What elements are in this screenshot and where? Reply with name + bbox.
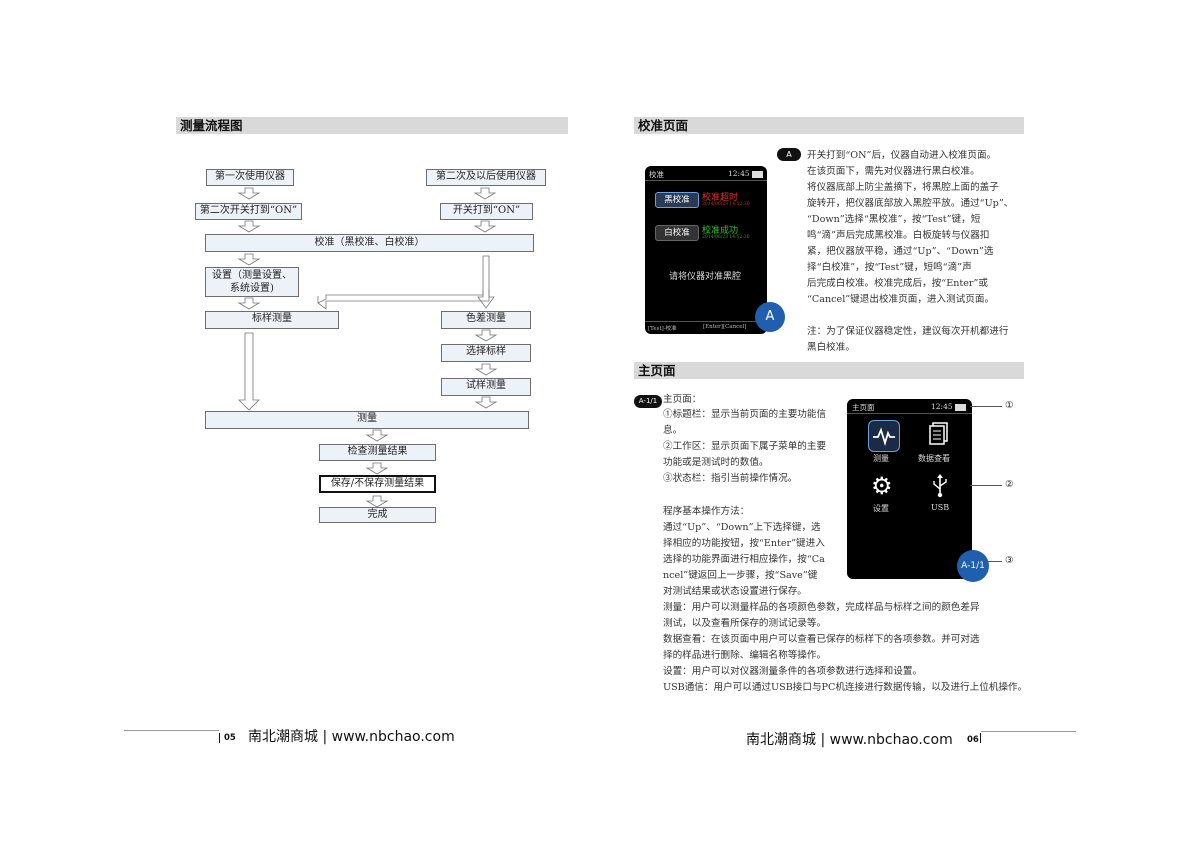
main-page-badge: A-1/1 (634, 395, 662, 408)
main-item-line: ③状态栏：指引当前操作情况。 (663, 473, 798, 484)
main-screen-time: 12:45 (931, 402, 953, 411)
cal-text-line: 鸣“滴”声后完成黑校准。白板旋转与仪器扣 (807, 230, 990, 241)
cal-note-line: 注：为了保证仪器稳定性，建议每次开机都进行 (807, 326, 1009, 337)
flow-calibration: 校准（黑校准、白校准） (205, 234, 534, 252)
main-screen-badge: A-1/1 (957, 550, 989, 582)
section-title-main-page: 主页面 (634, 362, 1024, 379)
main-item-line: 息。 (663, 425, 683, 436)
flow-second-use: 第二次及以后使用仪器 (426, 169, 546, 186)
flow-settings-line1: 设置（测量设置、 (212, 270, 292, 281)
section-title-flowchart: 测量流程图 (176, 117, 568, 134)
flow-done: 完成 (319, 507, 436, 523)
section-title-calibration: 校准页面 (634, 117, 1024, 134)
method-line: 通过“Up”、“Down”上下选择键，选 (663, 522, 821, 533)
footer-line-right (981, 731, 1076, 732)
cal-white-status: 校准成功 (702, 226, 739, 236)
icon-label-measure: 测量 (873, 454, 889, 463)
cal-note-line: 黑白校准。 (807, 342, 855, 353)
callout-1: ① (1005, 400, 1014, 411)
cal-text-line: “Down”选择“黑校准”，按“Test”键，短 (807, 214, 981, 225)
callout-3: ③ (1005, 555, 1014, 566)
desc-line: 测试，以及查看所保存的测试记录等。 (663, 618, 827, 629)
desc-text: 测量：用户可以测量样品的各项颜色参数，完成样品与标样之间的颜色差异 测试，以及查… (663, 600, 1033, 696)
flow-first-use: 第一次使用仪器 (206, 169, 294, 186)
cal-white-date: 2014/06/23 14:52:30 (702, 235, 750, 240)
cal-message: 请将仪器对准黑腔 (669, 272, 742, 282)
cal-status-left: [Test]-校准 (648, 326, 677, 332)
footer-brand-right: 南北潮商城 | www.nbchao.com (746, 732, 953, 748)
cal-text-line: 后完成白校准。校准完成后，按“Enter”或 (807, 278, 989, 289)
battery-icon (955, 404, 966, 411)
page-number-right: 06 (967, 735, 979, 745)
calibration-note: 注：为了保证仪器稳定性，建议每次开机都进行 黑白校准。 (807, 324, 1032, 356)
battery-icon (752, 171, 763, 178)
cal-black-date: 2014/06/23 14:52:30 (702, 202, 750, 207)
method-line: 择相应的功能按钮，按“Enter”键进入 (663, 538, 825, 549)
main-item-line: ①标题栏：显示当前页面的主要功能信 (663, 409, 827, 420)
main-item-line: ②工作区：显示页面下属子菜单的主要 (663, 441, 827, 452)
callout-line-1 (970, 406, 1002, 407)
cal-black-status: 校准超时 (702, 193, 739, 203)
desc-line: 设置：用户可以对仪器测量条件的各项参数进行选择和设置。 (663, 666, 923, 677)
main-screen-title: 主页面 (852, 403, 875, 412)
footer-brand-left: 南北潮商城 | www.nbchao.com (248, 729, 455, 745)
usb-icon (930, 473, 950, 499)
cal-text-line: “Cancel”键退出校准页面，进入测试页面。 (807, 294, 995, 305)
cal-white-button: 白校准 (655, 225, 699, 241)
main-item-line: 功能或是测试时的数值。 (663, 457, 769, 468)
desc-line: 数据查看：在该页面中用户可以查看已保存的标样下的各项参数。并可对选 (663, 634, 980, 645)
callout-line-2 (970, 485, 1002, 486)
flow-settings-line2: 系统设置) (230, 283, 274, 294)
cal-text-line: 开关打到“ON”后，仪器自动进入校准页面。 (807, 150, 997, 161)
flow-standard-measure: 标样测量 (205, 311, 339, 329)
method-line: 对测试结果或状态设置进行保存。 (663, 586, 807, 597)
calibration-text: 开关打到“ON”后，仪器自动进入校准页面。 在该页面下，需先对仪器进行黑白校准。… (807, 148, 1032, 308)
cal-screen-time: 12:45 (728, 169, 750, 178)
cal-text-line: 紧，把仪器放平稳，通过“Up”、“Down”选 (807, 246, 994, 257)
cal-text-line: 择“白校准”，按“Test”键，短鸣“滴”声 (807, 262, 972, 273)
callout-2: ② (1005, 479, 1014, 490)
method-line: ncel”键返回上一步骤，按“Save”键 (663, 570, 818, 581)
calibration-screen-badge: A (755, 302, 785, 332)
main-page-screen: 主页面 12:45 测量 数据查看 ⚙ 设置 USB (847, 399, 972, 579)
cal-text-line: 在该页面下，需先对仪器进行黑白校准。 (807, 166, 980, 177)
cal-text-line: 将仪器底部上防尘盖摘下，将黑腔上面的盖子 (807, 182, 999, 193)
icon-label-data-view: 数据查看 (918, 454, 950, 463)
flow-save-result: 保存/不保存测量结果 (319, 475, 436, 493)
measure-icon (868, 420, 900, 452)
main-page-intro: 主页面： (663, 394, 702, 405)
main-page-items: ①标题栏：显示当前页面的主要功能信 息。 ②工作区：显示页面下属子菜单的主要 功… (663, 407, 843, 487)
desc-line: USB通信：用户可以通过USB接口与PC机连接进行数据传输，以及进行上位机操作。 (663, 682, 1028, 693)
icon-label-settings: 设置 (873, 504, 889, 513)
footer-divider-right (980, 733, 981, 743)
cal-status-right: [Enter][Cancel] (703, 324, 747, 330)
flow-measure: 测量 (205, 411, 529, 429)
flow-color-diff-measure: 色差测量 (441, 311, 531, 329)
flow-sample-measure: 试样测量 (441, 378, 531, 396)
cal-screen-title: 校准 (649, 170, 664, 179)
flowchart-arrows (238, 187, 497, 508)
footer-divider-left (219, 733, 220, 743)
method-line: 选择的功能界面进行相应操作，按“Ca (663, 554, 825, 565)
flow-power-on: 开关打到“ON” (440, 203, 533, 220)
desc-line: 测量：用户可以测量样品的各项颜色参数，完成样品与标样之间的颜色差异 (663, 602, 980, 613)
calibration-badge: A (777, 148, 801, 161)
gear-icon: ⚙ (871, 472, 893, 500)
flow-second-power-on: 第二次开关打到“ON” (195, 203, 302, 220)
calibration-screen: 校准 12:45 黑校准 校准超时 2014/06/23 14:52:30 白校… (645, 166, 767, 334)
flow-select-standard: 选择标样 (441, 344, 531, 362)
callout-line-3 (988, 561, 1002, 562)
flow-settings: 设置（测量设置、 系统设置) (205, 267, 299, 297)
footer-line-left (124, 730, 219, 731)
desc-line: 择的样品进行删除、编辑名称等操作。 (663, 650, 827, 661)
data-view-icon (926, 420, 952, 450)
method-title: 程序基本操作方法： (663, 506, 750, 517)
flow-check-result: 检查测量结果 (319, 444, 436, 461)
icon-label-usb: USB (931, 503, 950, 512)
page-number-left: 05 (224, 733, 236, 743)
cal-text-line: 旋转开，把仪器底部放入黑腔平放。通过“Up”、 (807, 198, 1014, 209)
method-text: 通过“Up”、“Down”上下选择键，选 择相应的功能按钮，按“Enter”键进… (663, 520, 848, 600)
cal-black-button: 黑校准 (655, 192, 699, 208)
